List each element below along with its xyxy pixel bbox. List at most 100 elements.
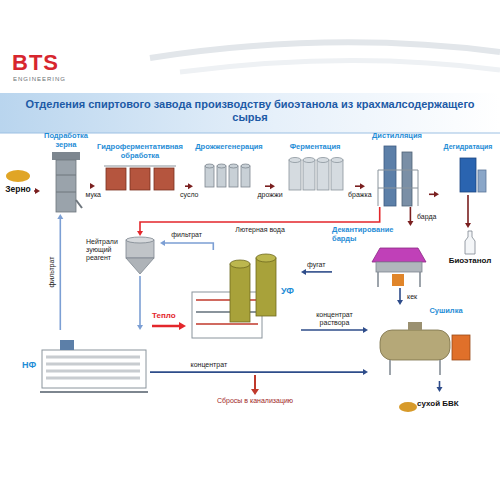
node-text: УФ — [281, 286, 299, 296]
arrow-head — [407, 221, 413, 226]
flow-line — [150, 371, 363, 373]
process-stage: Сушилка — [368, 305, 478, 381]
process-stage: Дрожжегенерация — [193, 143, 265, 195]
drain-label: Сбросы в канализацию — [205, 397, 305, 405]
edge-label: барда — [416, 213, 437, 221]
decanter — [372, 248, 426, 287]
product-label: Биоэтанол — [443, 228, 497, 270]
uf-unit — [192, 254, 276, 338]
flow-line — [355, 185, 360, 187]
arrow-head — [57, 214, 63, 219]
flow-line — [439, 381, 441, 387]
flow-line — [185, 185, 188, 187]
arrow-head — [160, 240, 165, 246]
arrow-head — [363, 369, 368, 375]
edge-label: фильтрат — [48, 256, 56, 289]
process-stage: НФ — [20, 330, 150, 408]
yeast-tanks — [205, 164, 250, 187]
node-text: Нейтрали зующий реагент — [86, 238, 124, 262]
arrow-head — [90, 183, 95, 189]
product-pile — [399, 402, 417, 412]
nf-skid — [40, 340, 148, 392]
flow-line — [59, 219, 61, 330]
heat-arrow — [152, 322, 186, 330]
product-label: сухой БВК — [397, 392, 471, 416]
node-text: Подработка зерна — [40, 132, 92, 149]
flow-arrow — [397, 288, 403, 305]
flow-arrow — [265, 183, 275, 189]
flow-arrow — [355, 183, 365, 189]
flow-line — [399, 288, 401, 300]
arrow-head — [434, 191, 439, 197]
arrow-head — [397, 300, 403, 305]
dehydration-unit — [460, 158, 486, 192]
process-stage: Ферментация — [275, 143, 355, 195]
flow-arrow — [407, 207, 413, 226]
arrow-head — [363, 327, 368, 333]
arrow-head — [301, 269, 306, 275]
flow-line — [467, 195, 469, 223]
arrow-head — [35, 188, 40, 194]
distillation-tower — [378, 146, 418, 206]
flow-line — [165, 243, 213, 250]
flow-line — [139, 276, 141, 325]
node-text: сухой БВК — [417, 399, 469, 408]
flow-line — [306, 271, 332, 273]
edge-label: бражка — [347, 191, 373, 199]
edge-label: Лютерная вода — [234, 226, 285, 234]
logo-subtext: ENGINEERING — [13, 76, 93, 83]
reagent-tank: Нейтрали зующий реагент — [86, 236, 160, 276]
arrow-head — [270, 183, 275, 189]
node-text: НФ — [22, 360, 40, 370]
arrow-head — [137, 325, 143, 330]
node-text: Дрожжегенерация — [193, 143, 265, 152]
flow-arrow — [301, 269, 332, 275]
node-text: Декантирование барды — [332, 226, 398, 243]
process-stage: Дистилляция — [365, 132, 429, 207]
dryer — [380, 322, 470, 375]
edge-label: фильтрат — [170, 231, 203, 239]
process-stage: Дегидратация — [439, 143, 497, 195]
header-swoosh — [180, 60, 500, 72]
flow-arrow — [437, 381, 443, 392]
flow-line — [301, 329, 363, 331]
node-text: Зерно — [2, 185, 34, 195]
flow-arrow — [34, 188, 40, 194]
arrow-head — [137, 231, 143, 236]
logo-text: BTS — [12, 50, 92, 75]
flow-arrow — [90, 183, 95, 189]
flow-line — [410, 207, 412, 221]
edge-label: концентрат — [190, 361, 229, 369]
bottle-icon — [465, 231, 475, 254]
process-stage: Гидроферментативная обработка — [95, 143, 185, 195]
arrow-head — [360, 183, 365, 189]
node-text: Сушилка — [418, 307, 474, 316]
flow-arrow — [465, 195, 471, 228]
flow-arrow — [57, 214, 63, 330]
flow-arrow — [150, 369, 368, 375]
arrow-head — [188, 183, 193, 189]
flow-arrow — [137, 276, 143, 330]
node-text: Гидроферментативная обработка — [95, 143, 185, 160]
arrow-head — [465, 223, 471, 228]
header-swoosh — [150, 42, 500, 58]
process-stage: Подработка зерна — [40, 132, 92, 214]
edge-label: мука — [85, 191, 103, 199]
grain-pile — [6, 170, 30, 182]
edge-label: дрожжи — [257, 191, 284, 199]
drain-arrow — [251, 375, 259, 395]
grain-tower — [52, 152, 82, 212]
flow-line — [34, 190, 35, 192]
flow-line — [265, 185, 270, 187]
hydro-tanks — [104, 166, 176, 190]
node-text: Дистилляция — [365, 132, 429, 141]
process-stage: Декантирование барды — [332, 226, 432, 288]
title-text: Отделения спиртового завода производству… — [14, 98, 486, 123]
heat-label: Тепло — [152, 311, 192, 320]
input-label: Зерно — [2, 183, 34, 199]
flow-arrow — [185, 183, 193, 189]
arrow-head — [437, 387, 443, 392]
